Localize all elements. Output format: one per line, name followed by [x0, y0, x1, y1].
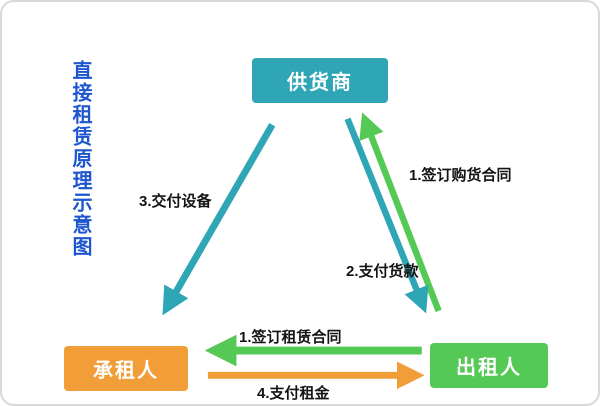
deliver-arrow — [162, 123, 276, 316]
purchase-contract-arrow-label: 1.签订购货合同 — [409, 167, 512, 184]
purchase-contract-arrow — [359, 112, 442, 313]
diagram-title: 直接租赁原理示意图 — [69, 60, 91, 258]
payment-arrow — [344, 117, 429, 314]
node-lessor: 出租人 — [430, 343, 548, 388]
lease-contract-arrow-label: 1.签订租赁合同 — [239, 329, 342, 346]
payment-arrow-label: 2.支付货款 — [346, 263, 419, 280]
rent-arrow-label: 4.支付租金 — [257, 385, 330, 402]
node-lessee: 承租人 — [64, 346, 188, 391]
node-supplier: 供货商 — [252, 58, 388, 103]
deliver-arrow-label: 3.交付设备 — [139, 193, 212, 210]
